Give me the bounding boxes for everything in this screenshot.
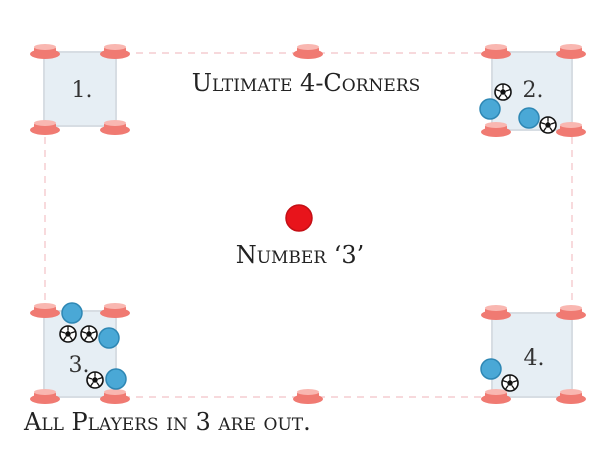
cone-icon bbox=[30, 389, 60, 404]
soccer-ball-icon bbox=[494, 83, 512, 101]
soccer-ball-icon bbox=[80, 325, 98, 343]
cone-icon bbox=[481, 44, 511, 59]
soccer-ball-icon bbox=[59, 325, 77, 343]
player-icon bbox=[518, 107, 540, 129]
called-number-label: Number ‘3’ bbox=[236, 241, 365, 269]
soccer-ball-icon bbox=[539, 116, 557, 134]
player-icon bbox=[98, 327, 120, 349]
cone-icon bbox=[556, 122, 586, 137]
player-icon bbox=[480, 358, 502, 380]
cone-icon bbox=[481, 389, 511, 404]
player-icon bbox=[479, 98, 501, 120]
player-icon bbox=[61, 302, 83, 324]
outcome-caption: All Players in 3 are out. bbox=[24, 408, 311, 436]
diagram-title: Ultimate 4-Corners bbox=[192, 69, 421, 97]
caller-icon bbox=[285, 204, 313, 232]
zone-2-label: 2. bbox=[523, 78, 544, 103]
zone-3-area bbox=[43, 310, 117, 398]
cone-icon bbox=[100, 120, 130, 135]
soccer-ball-icon bbox=[501, 374, 519, 392]
cone-icon bbox=[481, 305, 511, 320]
cone-icon bbox=[30, 303, 60, 318]
cone-icon bbox=[556, 389, 586, 404]
zone-4-label: 4. bbox=[524, 346, 545, 371]
cone-icon bbox=[481, 122, 511, 137]
cone-icon bbox=[556, 305, 586, 320]
cone-icon bbox=[100, 303, 130, 318]
cone-icon bbox=[100, 389, 130, 404]
cone-icon bbox=[293, 44, 323, 59]
cone-icon bbox=[556, 44, 586, 59]
soccer-ball-icon bbox=[86, 371, 104, 389]
cone-icon bbox=[100, 44, 130, 59]
zone-1-label: 1. bbox=[72, 78, 93, 103]
player-icon bbox=[105, 368, 127, 390]
cone-icon bbox=[30, 44, 60, 59]
zone-1-area bbox=[43, 51, 117, 127]
cone-icon bbox=[293, 389, 323, 404]
zone-3-label: 3. bbox=[69, 353, 90, 378]
cone-icon bbox=[30, 120, 60, 135]
